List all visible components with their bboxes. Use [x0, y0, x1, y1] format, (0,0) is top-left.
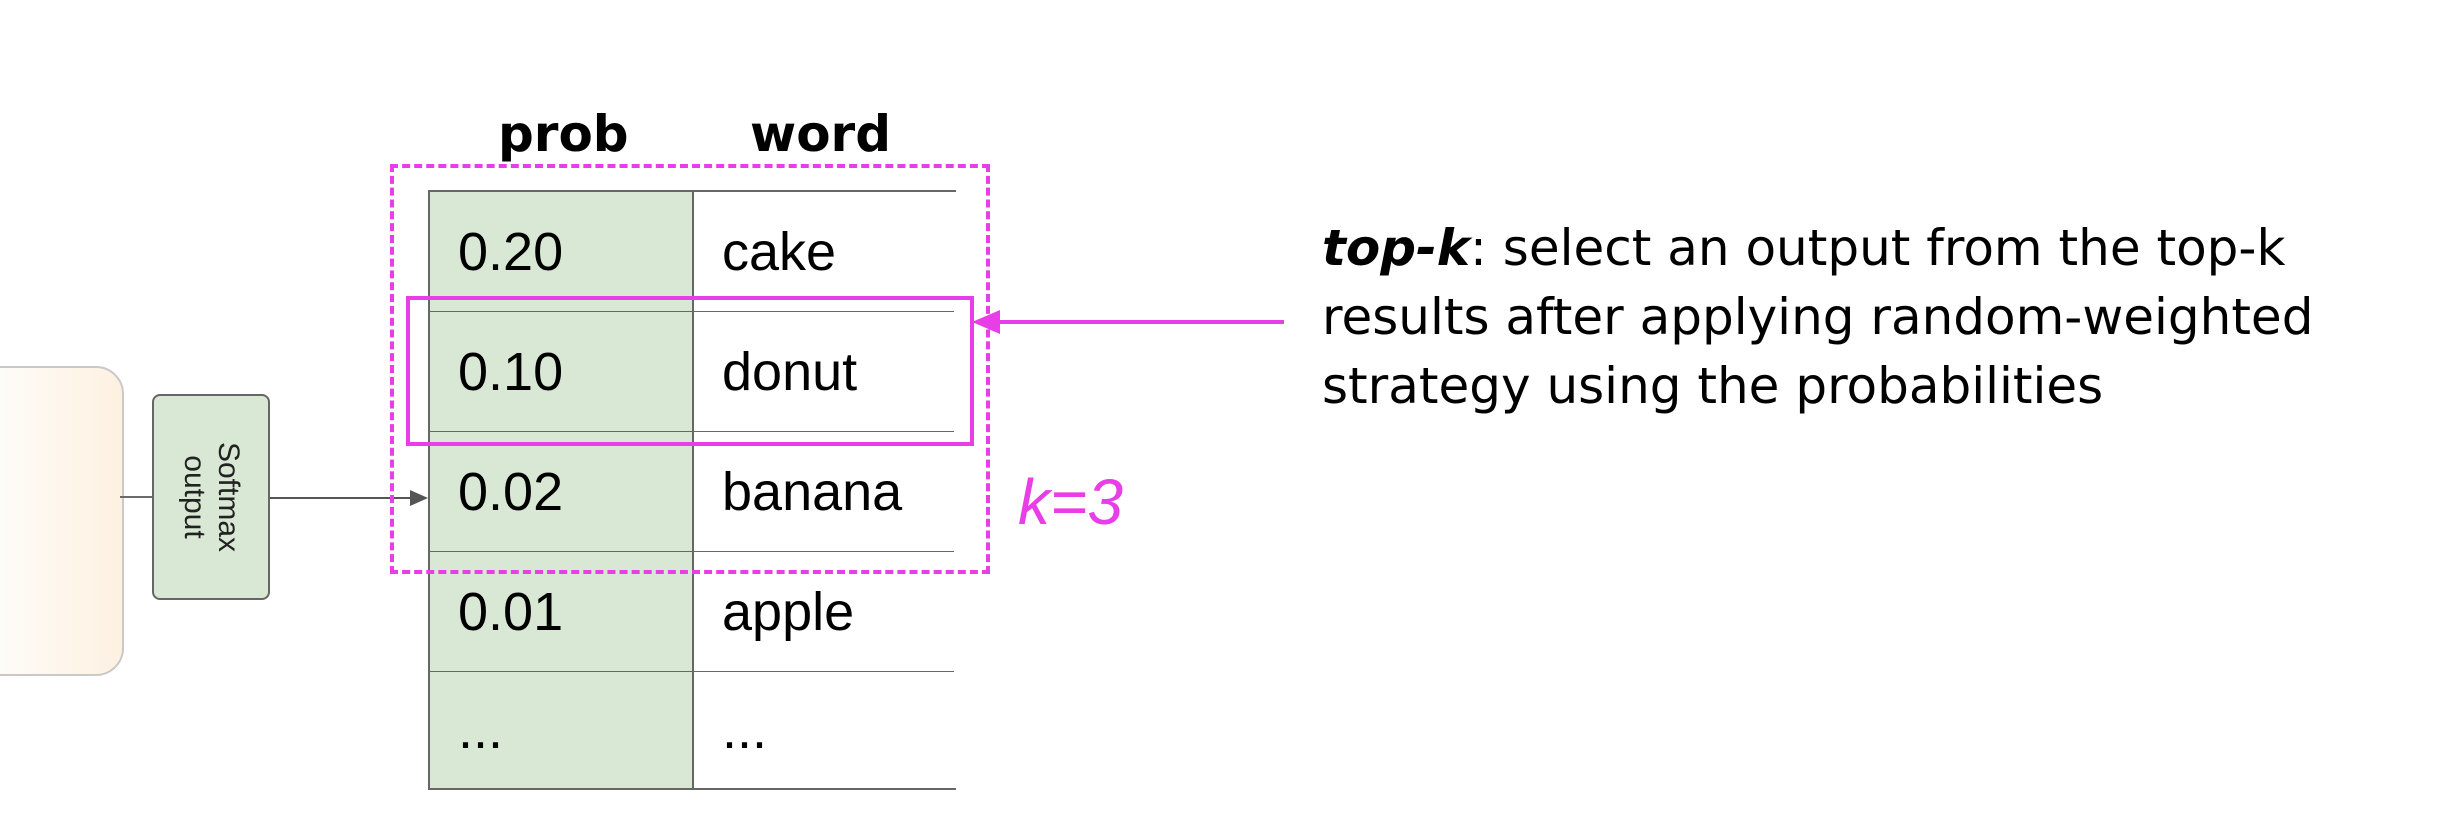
prob-cell: ... — [430, 672, 694, 788]
table-row: 0.02 banana — [430, 432, 956, 552]
softmax-label-line1: Softmax — [212, 441, 245, 553]
prob-cell: 0.20 — [430, 192, 694, 312]
word-value: donut — [722, 342, 858, 402]
prob-cell: 0.02 — [430, 432, 694, 552]
softmax-to-table-arrow — [270, 490, 428, 506]
selected-row-highlight — [406, 296, 974, 446]
word-cell: donut — [694, 312, 956, 432]
selection-arrow — [972, 310, 1284, 334]
probability-table: 0.20 cake 0.10 donut 0.02 banana 0.01 ap… — [428, 190, 956, 790]
top-k-term: top-k — [1322, 219, 1471, 277]
word-value: banana — [722, 462, 903, 522]
top-k-dashed-highlight — [390, 164, 990, 574]
softmax-output-box: Softmax output — [152, 394, 270, 600]
top-k-description: top-k: select an output from the top-k r… — [1322, 214, 2422, 421]
model-to-softmax-connector — [120, 496, 152, 498]
softmax-label-line2: output — [178, 455, 211, 539]
word-cell: ... — [694, 672, 956, 788]
word-cell: banana — [694, 432, 956, 552]
word-value: apple — [722, 582, 855, 642]
model-block — [0, 366, 124, 676]
top-k-description-text: : select an output from the top-k result… — [1322, 219, 2314, 415]
prob-value: ... — [458, 700, 504, 760]
table-row: 0.10 donut — [430, 312, 956, 432]
table-row: 0.20 cake — [430, 192, 956, 312]
prob-value: 0.02 — [458, 462, 564, 522]
word-value: cake — [722, 222, 837, 282]
softmax-output-label: Softmax output — [177, 442, 245, 552]
prob-value: 0.01 — [458, 582, 564, 642]
prob-column-header: prob — [498, 105, 629, 163]
word-value: ... — [722, 700, 768, 760]
word-column-header: word — [750, 105, 891, 163]
prob-cell: 0.10 — [430, 312, 694, 432]
k-value-label: k=3 — [1018, 466, 1123, 538]
prob-value: 0.10 — [458, 342, 564, 402]
word-cell: cake — [694, 192, 956, 312]
table-row: ... ... — [430, 672, 956, 788]
prob-value: 0.20 — [458, 222, 564, 282]
